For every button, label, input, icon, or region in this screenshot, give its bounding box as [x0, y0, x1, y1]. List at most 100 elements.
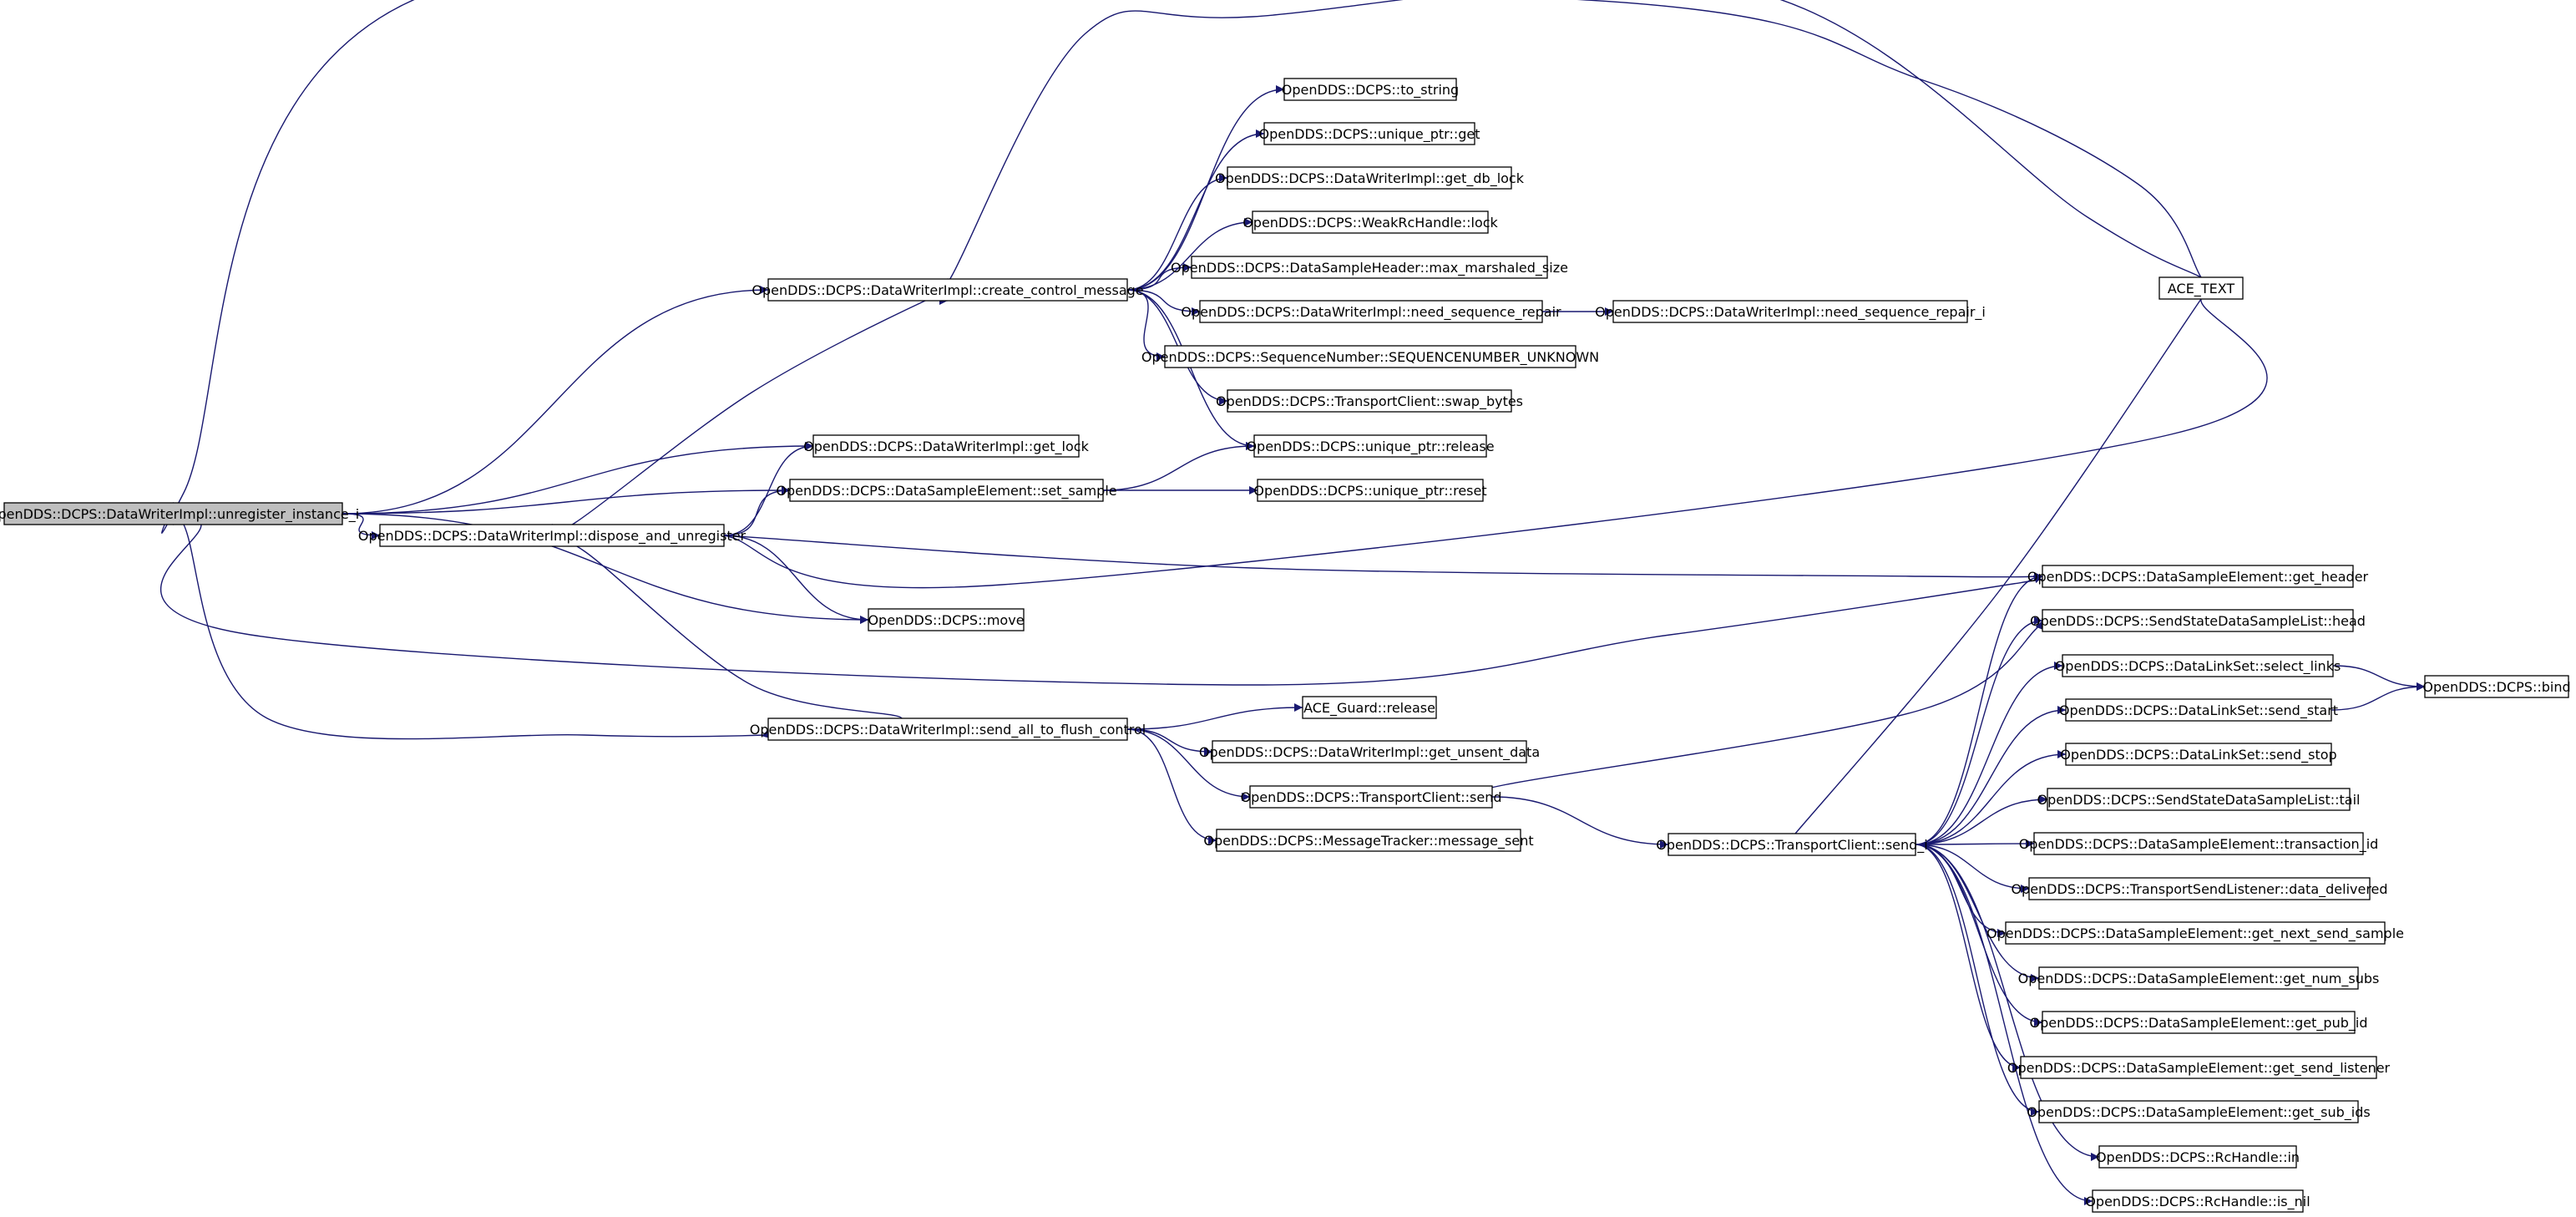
- node-label: ACE_TEXT: [2168, 281, 2235, 297]
- node-label: OpenDDS::DCPS::DataLinkSet::send_start: [2059, 702, 2338, 719]
- node-rc-handle-in[interactable]: OpenDDS::DCPS::RcHandle::in: [2096, 1145, 2300, 1169]
- node-box: [812, 434, 1080, 458]
- edge-n23-to-n25: [1915, 616, 2043, 845]
- node-list-head[interactable]: OpenDDS::DCPS::SendStateDataSampleList::…: [2030, 609, 2366, 632]
- node-box: [1302, 696, 1437, 719]
- node-need-sequence-repair[interactable]: OpenDDS::DCPS::DataWriterImpl::need_sequ…: [1181, 300, 1561, 323]
- node-sequencenumber-unknown[interactable]: OpenDDS::DCPS::SequenceNumber::SEQUENCEN…: [1141, 345, 1599, 368]
- node-get-lock[interactable]: OpenDDS::DCPS::DataWriterImpl::get_lock: [803, 434, 1090, 458]
- node-get-header[interactable]: OpenDDS::DCPS::DataSampleElement::get_he…: [2027, 565, 2369, 588]
- node-box: [2158, 276, 2244, 300]
- edge-n3-to-n22: [1126, 728, 1217, 844]
- node-transport-client-send-i[interactable]: OpenDDS::DCPS::TransportClient::send_i: [1656, 833, 1928, 856]
- node-box: [2424, 675, 2569, 698]
- node-box: [1227, 166, 1512, 190]
- edge-n23-to-n35: [1915, 844, 2022, 1072]
- node-get-db-lock[interactable]: OpenDDS::DCPS::DataWriterImpl::get_db_lo…: [1215, 166, 1525, 190]
- node-move[interactable]: OpenDDS::DCPS::move: [868, 608, 1025, 631]
- node-unregister-instance-i[interactable]: OpenDDS::DCPS::DataWriterImpl::unregiste…: [0, 502, 359, 525]
- node-set-sample[interactable]: OpenDDS::DCPS::DataSampleElement::set_sa…: [776, 479, 1117, 502]
- node-dispose-and-unregister[interactable]: OpenDDS::DCPS::DataWriterImpl::dispose_a…: [358, 524, 746, 547]
- node-transport-client-send[interactable]: OpenDDS::DCPS::TransportClient::send: [1240, 785, 1502, 809]
- node-box: [767, 278, 1128, 302]
- node-send-start[interactable]: OpenDDS::DCPS::DataLinkSet::send_start: [2059, 698, 2338, 722]
- node-label: OpenDDS::DCPS::DataWriterImpl::unregiste…: [0, 506, 359, 523]
- node-get-num-subs[interactable]: OpenDDS::DCPS::DataSampleElement::get_nu…: [2018, 966, 2380, 990]
- edge-n23-to-n36: [1915, 844, 2040, 1116]
- node-label: OpenDDS::DCPS::unique_ptr::reset: [1253, 483, 1486, 499]
- node-swap-bytes[interactable]: OpenDDS::DCPS::TransportClient::swap_byt…: [1216, 389, 1523, 413]
- edge-n0-to-n5: [342, 486, 791, 515]
- edge-n0-to-n2: [342, 513, 381, 540]
- node-box: [2028, 877, 2371, 900]
- node-box: [868, 608, 1025, 631]
- node-select-links[interactable]: OpenDDS::DCPS::DataLinkSet::select_links: [2055, 654, 2341, 677]
- edge-n23-to-n29: [1915, 795, 2048, 845]
- node-box: [2092, 1189, 2304, 1213]
- node-need-sequence-repair-i[interactable]: OpenDDS::DCPS::DataWriterImpl::need_sequ…: [1595, 300, 1986, 323]
- node-label: OpenDDS::DCPS::DataWriterImpl::need_sequ…: [1181, 304, 1561, 321]
- nodes-layer: OpenDDS::DCPS::DataWriterImpl::unregiste…: [0, 78, 2571, 1213]
- node-label: OpenDDS::DCPS::DataSampleElement::set_sa…: [776, 483, 1116, 499]
- node-list-tail[interactable]: OpenDDS::DCPS::SendStateDataSampleList::…: [2037, 788, 2361, 811]
- node-get-pub-id[interactable]: OpenDDS::DCPS::DataSampleElement::get_pu…: [2030, 1011, 2368, 1034]
- edge-n1-to-n18: [939, 0, 2211, 296]
- edge-n2-to-n6: [723, 535, 869, 624]
- node-label: OpenDDS::DCPS::SendStateDataSampleList::…: [2037, 792, 2361, 808]
- node-box: [1612, 300, 1968, 323]
- node-label: OpenDDS::DCPS::DataSampleElement::get_nu…: [2018, 971, 2380, 987]
- edge-n0-to-n24: [159, 514, 2061, 686]
- edge-n0-to-n1: [342, 286, 769, 515]
- node-to-string[interactable]: OpenDDS::DCPS::to_string: [1282, 78, 1459, 101]
- edge-n1-to-n11: [1126, 263, 1192, 291]
- edge-n2-to-n3: [551, 539, 903, 733]
- node-rc-handle-is-nil[interactable]: OpenDDS::DCPS::RcHandle::is_nil: [2085, 1189, 2310, 1213]
- node-transaction-id[interactable]: OpenDDS::DCPS::DataSampleElement::transa…: [2019, 832, 2379, 855]
- node-get-sub-ids[interactable]: OpenDDS::DCPS::DataSampleElement::get_su…: [2027, 1100, 2371, 1123]
- node-label: OpenDDS::DCPS::DataWriterImpl::create_co…: [752, 282, 1143, 299]
- node-label: OpenDDS::DCPS::DataSampleElement::get_se…: [2007, 1060, 2391, 1077]
- node-message-sent[interactable]: OpenDDS::DCPS::MessageTracker::message_s…: [1203, 829, 1534, 852]
- node-send-all-to-flush-control[interactable]: OpenDDS::DCPS::DataWriterImpl::send_all_…: [750, 718, 1146, 741]
- edge-n0-to-n18: [161, 0, 2209, 534]
- node-data-delivered[interactable]: OpenDDS::DCPS::TransportSendListener::da…: [2011, 877, 2388, 900]
- node-label: OpenDDS::DCPS::WeakRcHandle::lock: [1242, 215, 1498, 231]
- node-label: OpenDDS::DCPS::DataSampleHeader::max_mar…: [1171, 260, 1568, 276]
- node-get-send-listener[interactable]: OpenDDS::DCPS::DataSampleElement::get_se…: [2007, 1056, 2391, 1079]
- node-weak-rc-handle-lock[interactable]: OpenDDS::DCPS::WeakRcHandle::lock: [1242, 210, 1499, 234]
- edge-n27-to-n39: [2331, 682, 2426, 711]
- node-label: OpenDDS::DCPS::move: [868, 612, 1024, 628]
- node-unique-ptr-release[interactable]: OpenDDS::DCPS::unique_ptr::release: [1246, 434, 1495, 458]
- node-bind[interactable]: OpenDDS::DCPS::bind: [2422, 675, 2571, 698]
- edge-n2-to-n18: [723, 288, 2268, 589]
- edge-n23-to-n27: [1915, 706, 2067, 845]
- node-unique-ptr-get[interactable]: OpenDDS::DCPS::unique_ptr::get: [1258, 122, 1480, 145]
- edge-n23-to-n31: [1915, 844, 2030, 893]
- edge-n0-to-n4: [342, 442, 814, 515]
- edge-n2-to-n4: [723, 442, 814, 536]
- node-get-unsent-data[interactable]: OpenDDS::DCPS::DataWriterImpl::get_unsen…: [1199, 740, 1540, 763]
- edge-n23-to-n28: [1915, 750, 2067, 845]
- node-label: OpenDDS::DCPS::DataSampleElement::get_pu…: [2030, 1015, 2368, 1032]
- node-label: OpenDDS::DCPS::TransportClient::send: [1240, 789, 1501, 805]
- node-label: OpenDDS::DCPS::SequenceNumber::SEQUENCEN…: [1141, 349, 1599, 366]
- node-label: OpenDDS::DCPS::DataLinkSet::send_stop: [2060, 747, 2336, 763]
- node-label: OpenDDS::DCPS::RcHandle::is_nil: [2085, 1194, 2310, 1210]
- node-box: [1216, 829, 1521, 852]
- node-get-next-send-sample[interactable]: OpenDDS::DCPS::DataSampleElement::get_ne…: [1986, 921, 2404, 945]
- node-unique-ptr-reset[interactable]: OpenDDS::DCPS::unique_ptr::reset: [1253, 479, 1487, 502]
- node-max-marshaled-size[interactable]: OpenDDS::DCPS::DataSampleHeader::max_mar…: [1171, 256, 1568, 279]
- node-ace-guard-release[interactable]: ACE_Guard::release: [1302, 696, 1437, 719]
- node-box: [1263, 122, 1475, 145]
- node-label: OpenDDS::DCPS::TransportSendListener::da…: [2011, 881, 2387, 898]
- edge-n23-to-n37: [1915, 844, 2100, 1161]
- edge-n5-to-n15: [1102, 442, 1255, 491]
- node-label: OpenDDS::DCPS::RcHandle::in: [2096, 1149, 2300, 1165]
- edge-n1-to-n8: [1126, 129, 1265, 291]
- edge-n3-to-n21: [1126, 728, 1251, 801]
- node-box: [2033, 832, 2364, 855]
- edge-n1-to-n10: [1126, 218, 1253, 291]
- node-create-control-message[interactable]: OpenDDS::DCPS::DataWriterImpl::create_co…: [752, 278, 1144, 302]
- node-ace-text[interactable]: ACE_TEXT: [2158, 276, 2244, 300]
- node-send-stop[interactable]: OpenDDS::DCPS::DataLinkSet::send_stop: [2060, 743, 2337, 766]
